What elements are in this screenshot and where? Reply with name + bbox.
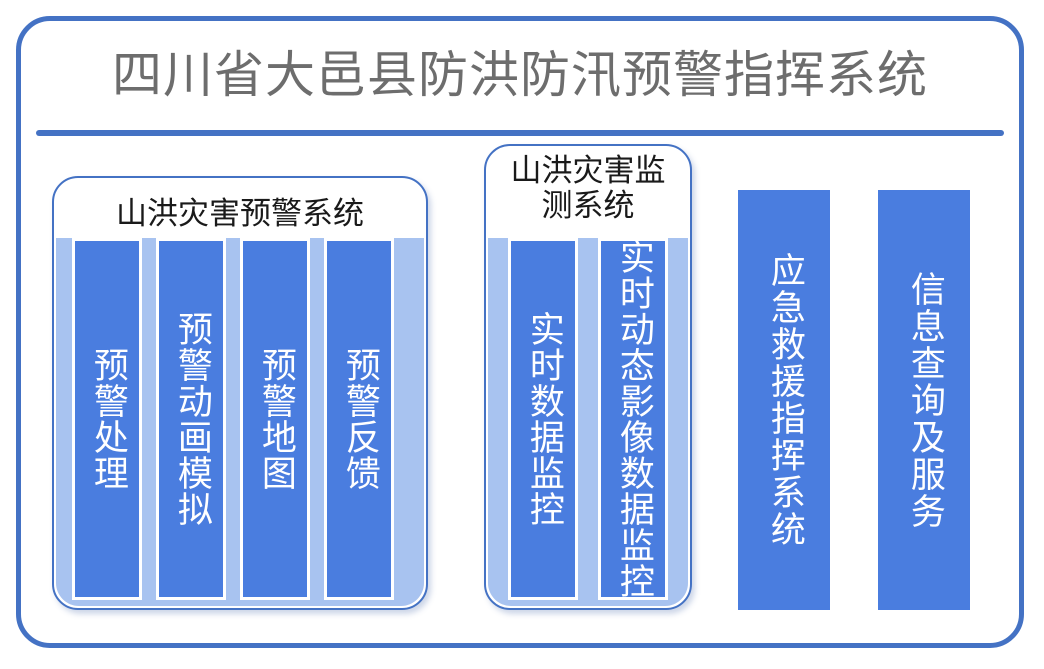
- bar-warning-map-label: 预警地图: [255, 347, 296, 491]
- page-title: 四川省大邑县防洪防汛预警指挥系统: [112, 46, 928, 104]
- bar-warning-process[interactable]: 预警处理: [72, 238, 142, 600]
- bar-info-service[interactable]: 信息查询及服务: [878, 190, 970, 610]
- bar-monitor-video-label: 实时动态影像数据监控: [613, 239, 654, 599]
- title-band: 四川省大邑县防洪防汛预警指挥系统: [16, 16, 1024, 134]
- panel-monitor-system-title: 山洪灾害监测系统: [510, 153, 666, 224]
- bar-monitor-data-label: 实时数据监控: [523, 311, 564, 527]
- bar-info-service-label: 信息查询及服务: [904, 270, 945, 530]
- bar-monitor-video[interactable]: 实时动态影像数据监控: [598, 238, 668, 600]
- bar-warning-process-label: 预警处理: [87, 347, 128, 491]
- bar-warning-feedback[interactable]: 预警反馈: [324, 238, 394, 600]
- outer-frame: [16, 16, 1024, 648]
- bar-emergency-command-label: 应急救援指挥系统: [764, 252, 805, 548]
- title-divider: [36, 130, 1004, 136]
- bar-monitor-data[interactable]: 实时数据监控: [508, 238, 578, 600]
- panel-warning-system-title: 山洪灾害预警系统: [116, 196, 364, 232]
- bar-warning-animation[interactable]: 预警动画模拟: [156, 238, 226, 600]
- bar-warning-animation-label: 预警动画模拟: [171, 311, 212, 527]
- bar-warning-feedback-label: 预警反馈: [339, 347, 380, 491]
- bar-emergency-command[interactable]: 应急救援指挥系统: [738, 190, 830, 610]
- bar-warning-map[interactable]: 预警地图: [240, 238, 310, 600]
